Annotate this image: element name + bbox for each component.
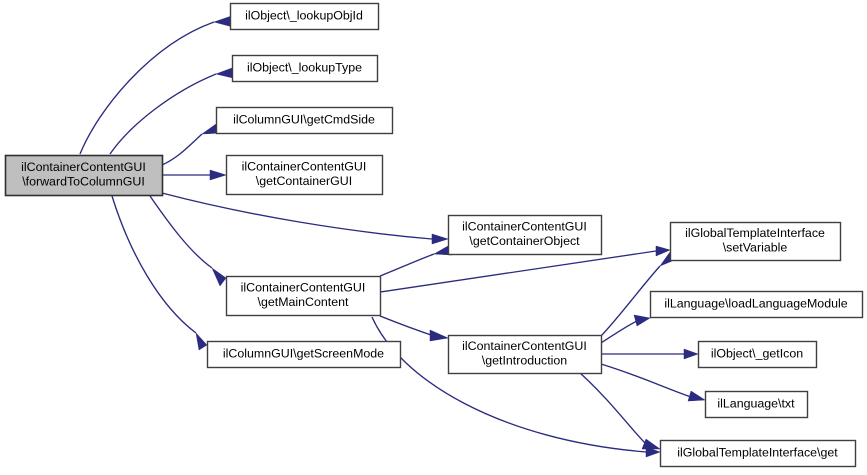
node-box[interactable]	[704, 390, 809, 419]
edge-line	[600, 363, 692, 398]
node-label: ilObject\_lookupObjId	[245, 8, 363, 22]
node-label: ilContainerContentGUI	[462, 220, 587, 234]
node-label: ilContainerContentGUI	[242, 160, 367, 174]
graph-node-getContainerGUI[interactable]: ilContainerContentGUI\getContainerGUI	[225, 154, 384, 196]
node-box[interactable]	[206, 340, 402, 369]
edges-layer	[79, 16, 706, 458]
edge-getMainContent-to-getContainerObject	[379, 245, 453, 277]
node-label: \forwardToColumnGUI	[22, 175, 145, 189]
node-box[interactable]	[225, 154, 384, 196]
edge-line	[379, 253, 435, 277]
graph-node-setVariable[interactable]: ilGlobalTemplateInterface\setVariable	[669, 221, 842, 262]
graph-node-loadLanguageModule[interactable]: ilLanguage\loadLanguageModule	[649, 290, 864, 319]
node-box[interactable]	[669, 221, 842, 262]
node-label: \getIntroduction	[482, 354, 568, 368]
edge-forwardToColumnGUI-to-getMainContent	[149, 195, 227, 287]
node-label: ilContainerContentGUI	[241, 281, 366, 295]
arrow-head-icon	[633, 314, 651, 327]
arrow-head-icon	[655, 245, 671, 257]
arrow-head-icon	[215, 67, 234, 79]
node-box[interactable]	[4, 154, 164, 197]
arrow-head-icon	[213, 16, 232, 27]
edge-getIntroduction-to-globalTemplateGet	[579, 372, 661, 450]
arrow-head-icon	[431, 233, 449, 245]
graph-node-forwardToColumnGUI[interactable]: ilContainerContentGUI\forwardToColumnGUI	[4, 154, 164, 197]
arrow-head-icon	[687, 390, 706, 402]
edge-line	[111, 195, 197, 334]
node-label: \setVariable	[723, 241, 788, 255]
graph-node-getMainContent[interactable]: ilContainerContentGUI\getMainContent	[225, 275, 382, 317]
node-label: ilLanguage\txt	[717, 396, 795, 410]
graph-node-getScreenMode[interactable]: ilColumnGUI\getScreenMode	[206, 340, 402, 369]
edge-line	[161, 133, 203, 166]
edge-line	[600, 265, 661, 337]
node-box[interactable]	[225, 275, 382, 317]
node-label: ilContainerContentGUI	[462, 339, 587, 353]
graph-node-lookupType[interactable]: ilObject\_lookupType	[231, 54, 379, 83]
edge-getIntroduction-to-getIcon	[601, 348, 699, 360]
edge-line	[600, 320, 638, 344]
arrow-head-icon	[641, 438, 661, 450]
edge-forwardToColumnGUI-to-getContainerGUI	[162, 169, 227, 181]
edge-line	[79, 21, 215, 155]
graph-node-getContainerObject[interactable]: ilContainerContentGUI\getContainerObject	[447, 214, 603, 256]
edge-getMainContent-to-setVariable	[379, 245, 671, 293]
edge-line	[379, 250, 657, 293]
graph-node-lookupObjId[interactable]: ilObject\_lookupObjId	[229, 2, 380, 31]
node-label: ilGlobalTemplateInterface	[685, 226, 825, 240]
arrow-head-icon	[211, 267, 227, 287]
arrow-head-icon	[429, 329, 449, 342]
node-label: ilColumnGUI\getCmdSide	[233, 112, 375, 126]
graph-node-getIcon[interactable]: ilObject\_getIcon	[697, 340, 818, 369]
node-label: \getContainerGUI	[256, 174, 352, 188]
arrow-head-icon	[683, 348, 699, 360]
edge-getIntroduction-to-loadLanguageModule	[600, 314, 651, 344]
graph-node-getCmdSide[interactable]: ilColumnGUI\getCmdSide	[215, 106, 394, 135]
node-label: ilObject\_getIcon	[711, 346, 803, 360]
edge-forwardToColumnGUI-to-getContainerObject	[161, 192, 449, 245]
arrow-head-icon	[195, 332, 208, 351]
edge-getMainContent-to-getIntroduction	[379, 315, 449, 342]
node-box[interactable]	[447, 334, 603, 375]
edge-line	[161, 192, 433, 240]
edge-line	[109, 73, 217, 155]
node-box[interactable]	[231, 54, 379, 83]
node-box[interactable]	[229, 2, 380, 31]
node-label: ilObject\_lookupType	[247, 60, 362, 74]
edge-line	[379, 315, 435, 337]
node-box[interactable]	[659, 439, 857, 468]
edge-line	[149, 195, 213, 269]
node-label: ilGlobalTemplateInterface\get	[677, 445, 838, 459]
edge-line	[579, 372, 647, 445]
nodes-layer: ilContainerContentGUI\forwardToColumnGUI…	[4, 2, 864, 468]
node-label: ilContainerContentGUI	[21, 160, 146, 174]
node-label: ilColumnGUI\getScreenMode	[223, 346, 384, 360]
edge-forwardToColumnGUI-to-getCmdSide	[161, 123, 222, 166]
graph-node-globalTemplateGet[interactable]: ilGlobalTemplateInterface\get	[659, 439, 857, 468]
node-box[interactable]	[447, 214, 603, 256]
graph-node-getIntroduction[interactable]: ilContainerContentGUI\getIntroduction	[447, 334, 603, 375]
node-box[interactable]	[215, 106, 394, 135]
edge-getIntroduction-to-txt	[600, 363, 706, 402]
node-label: ilLanguage\loadLanguageModule	[664, 296, 847, 310]
node-label: \getMainContent	[258, 295, 349, 309]
node-box[interactable]	[649, 290, 864, 319]
edge-forwardToColumnGUI-to-getScreenMode	[111, 195, 208, 351]
graph-node-txt[interactable]: ilLanguage\txt	[704, 390, 809, 419]
arrow-head-icon	[645, 446, 661, 458]
arrow-head-icon	[209, 169, 227, 181]
node-box[interactable]	[697, 340, 818, 369]
node-label: \getContainerObject	[469, 234, 580, 248]
